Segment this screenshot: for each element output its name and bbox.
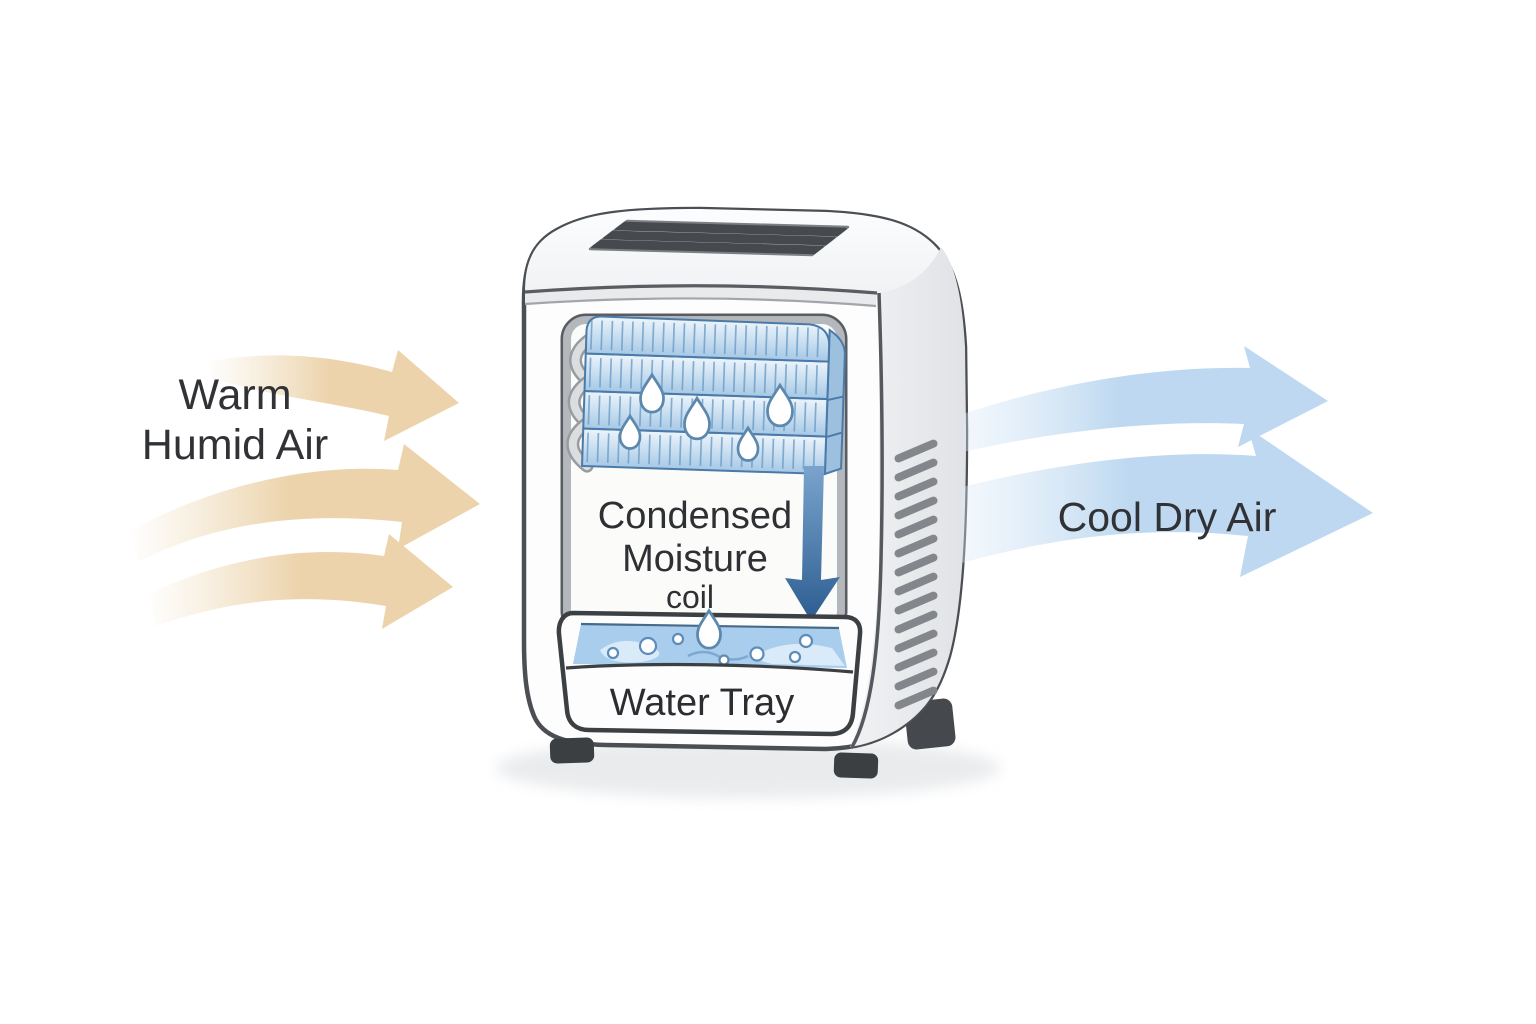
warm-label-line1: Warm: [178, 371, 292, 419]
warm-air-arrow-icon: [149, 534, 453, 629]
condensed-label-line1: Condensed: [597, 495, 793, 537]
evaporator-coil: [566, 315, 846, 476]
top-vent-grille-icon: [588, 219, 850, 257]
warm-air-arrow-icon: [130, 444, 480, 562]
down-arrow-icon: [785, 466, 840, 621]
unit-feet: [549, 737, 879, 779]
warm-air-arrows: [130, 350, 480, 629]
cool-dry-air-label: Cool Dry Air: [1057, 494, 1277, 540]
condensed-label-line2: Moisture: [622, 538, 768, 580]
coil-side-face: [823, 328, 846, 476]
floor-shadow: [496, 738, 1000, 798]
condensed-moisture-label: Condensed Moisture: [564, 495, 826, 581]
water-bubbles: [606, 632, 814, 666]
water-tray-label: Water Tray: [609, 682, 795, 724]
water-tray: [556, 609, 863, 737]
warm-label-line2: Humid Air: [141, 421, 329, 469]
cool-air-arrows: [962, 346, 1373, 577]
cool-air-arrow-icon: [963, 346, 1328, 452]
cool-air-arrow-icon: [962, 428, 1373, 577]
warm-air-arrow-icon: [206, 350, 459, 441]
warm-humid-air-label: Warm Humid Air: [40, 370, 430, 470]
side-vent-grille-icon: [894, 439, 938, 710]
coil-label: coil: [665, 579, 714, 615]
